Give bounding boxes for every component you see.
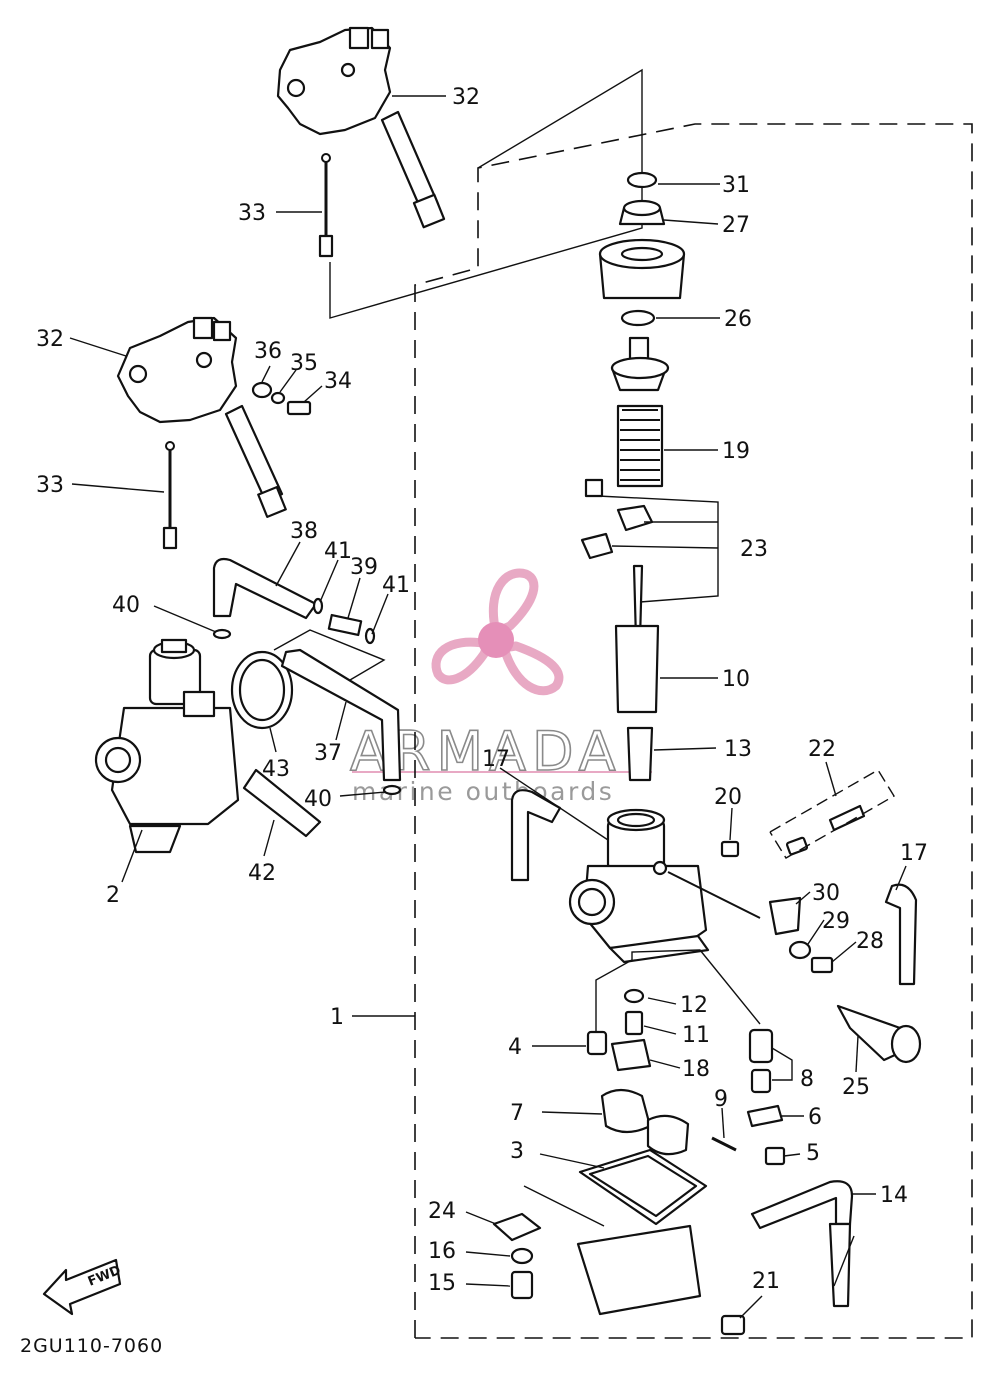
callout: 22: [808, 737, 836, 762]
callout: 11: [682, 1023, 710, 1048]
callout: 36: [254, 339, 282, 364]
propeller-icon: [431, 568, 564, 696]
callout: 37: [314, 741, 342, 766]
callout: 15: [428, 1271, 456, 1296]
callout: 33: [238, 201, 266, 226]
callout: 17: [900, 841, 928, 866]
callout: 7: [510, 1101, 524, 1126]
callout-leaders: [69, 95, 907, 1319]
callout: 27: [722, 213, 750, 238]
assembly-boundary-dashed: [414, 123, 973, 1339]
part-carburetor-left: [94, 638, 240, 854]
bracket-22: [769, 769, 895, 859]
callout: 41: [324, 539, 352, 564]
leader-32-top-link: [329, 68, 643, 319]
callout: 35: [290, 351, 318, 376]
callout: 33: [36, 473, 64, 498]
callout: 14: [880, 1183, 908, 1208]
leader-22-bracket: [825, 761, 837, 797]
callout: 12: [680, 993, 708, 1018]
callout: 21: [752, 1269, 780, 1294]
callout: 9: [714, 1087, 728, 1112]
part-throttle-cable-upper: [318, 153, 334, 258]
callout: 41: [382, 573, 410, 598]
diagram-code: 2GU110-7060: [20, 1335, 163, 1357]
leader-23-bracket: [597, 495, 719, 603]
callout: 16: [428, 1239, 456, 1264]
leader-23-seat: [611, 545, 719, 549]
callout: 32: [452, 85, 480, 110]
part-cap-stack: [580, 171, 686, 782]
callout: 38: [290, 519, 318, 544]
part-washers-screw-34-36: [251, 381, 312, 416]
callout: 4: [508, 1035, 522, 1060]
callout: 34: [324, 369, 352, 394]
callout: 2: [106, 883, 120, 908]
callout: 25: [842, 1075, 870, 1100]
callout: 10: [722, 667, 750, 692]
part-throttle-housing-lower: [116, 316, 287, 518]
callout: 29: [822, 909, 850, 934]
callout-labels: 32 33 31 27 26 32 36 35 34 19 33 23 38 4…: [36, 85, 928, 1296]
callout: 23: [740, 537, 768, 562]
part-throttle-cable-lower: [162, 441, 178, 550]
callout: 26: [724, 307, 752, 332]
leader-1-bracket: [595, 949, 761, 1032]
callout: 3: [510, 1139, 524, 1164]
callout: 19: [722, 439, 750, 464]
callout: 28: [856, 929, 884, 954]
part-small-parts-right: [720, 804, 922, 1064]
callout: 24: [428, 1199, 456, 1224]
fwd-arrow-icon: FWD: [42, 1258, 123, 1316]
part-jets-and-float: [492, 988, 854, 1336]
callout: 18: [682, 1057, 710, 1082]
callout: 17: [482, 747, 510, 772]
bracket-37-39: [273, 629, 386, 681]
callout: 20: [714, 785, 742, 810]
part-throttle-housing-upper: [276, 26, 446, 229]
callout: 5: [806, 1141, 820, 1166]
part-overflow-hoses: [510, 789, 918, 986]
callout: 40: [304, 787, 332, 812]
callout: 8: [800, 1067, 814, 1092]
callout: 1: [330, 1005, 344, 1030]
callout: 42: [248, 861, 276, 886]
callout: 43: [262, 757, 290, 782]
callout: 31: [722, 173, 750, 198]
callout: 40: [112, 593, 140, 618]
callout: 30: [812, 881, 840, 906]
callout: 39: [350, 555, 378, 580]
callout: 13: [724, 737, 752, 762]
callout: 32: [36, 327, 64, 352]
part-carburetor-main: [568, 808, 761, 964]
part-hoses-left: [212, 557, 402, 838]
callout: 6: [808, 1105, 822, 1130]
